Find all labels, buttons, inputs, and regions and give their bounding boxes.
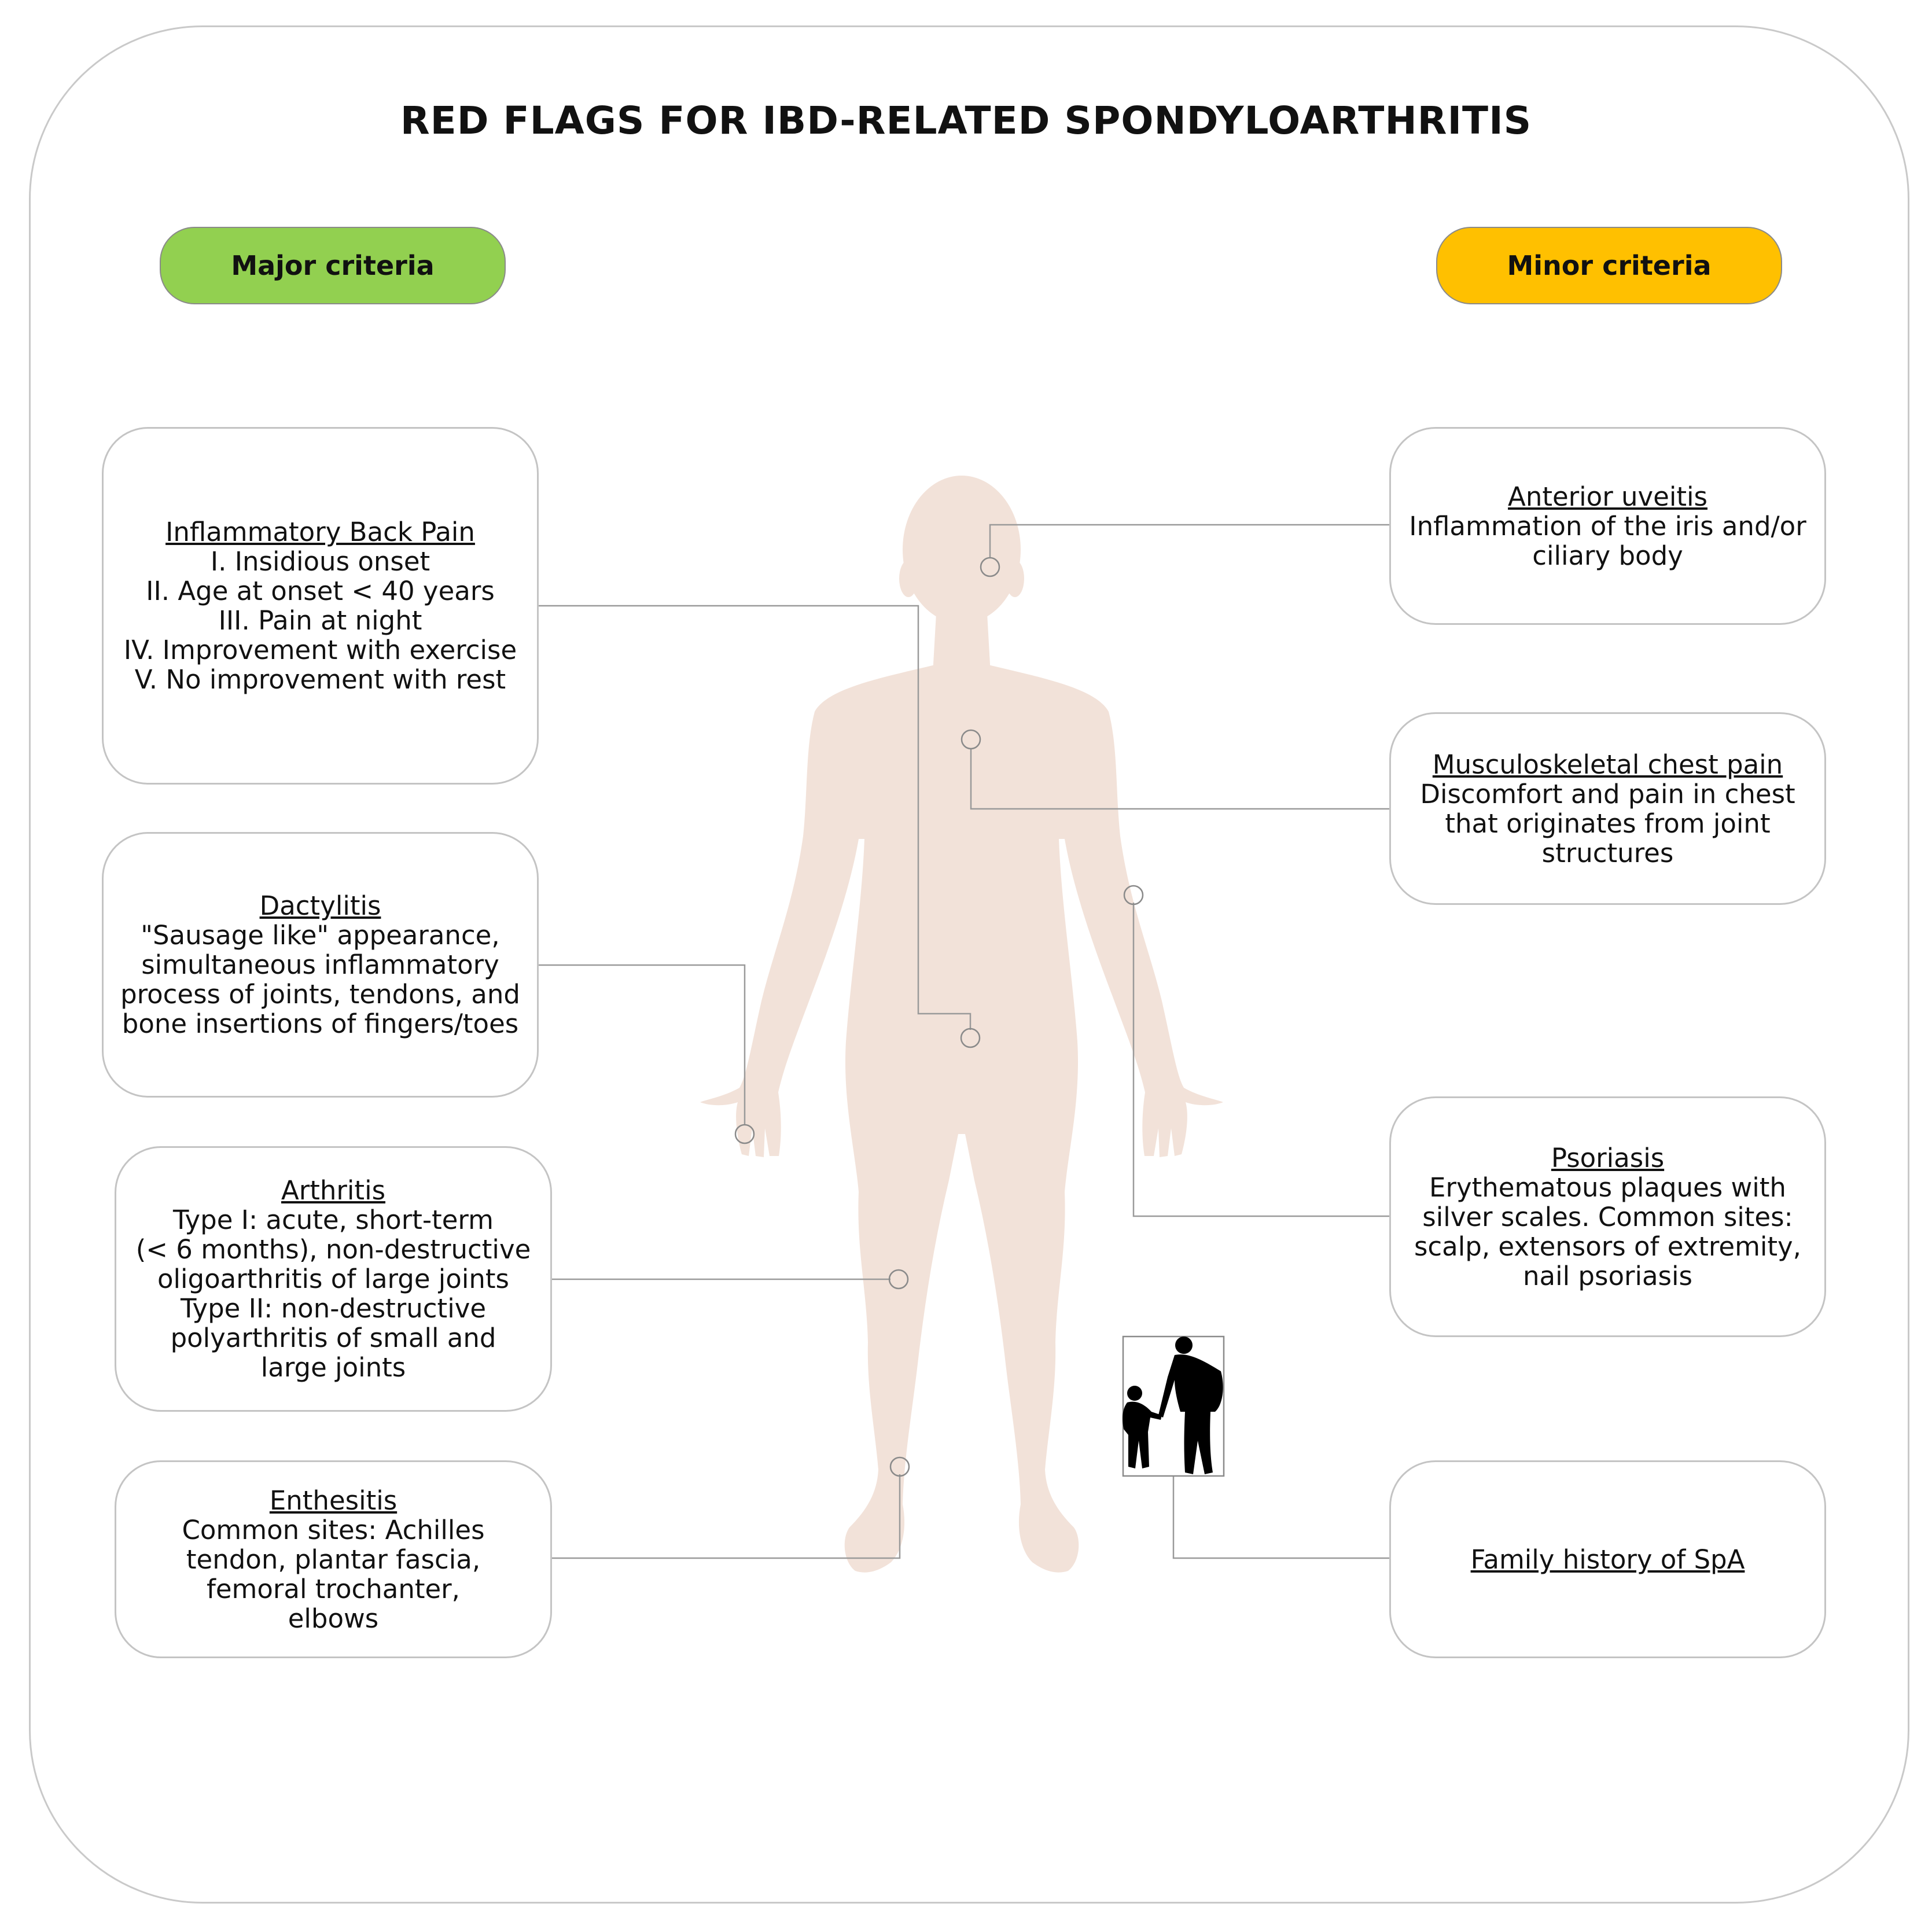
box-anterior-uveitis: Anterior uveitis Inflammation of the iri…: [1389, 427, 1826, 625]
human-body-silhouette: [700, 476, 1223, 1573]
box-line: that originates from joint: [1445, 808, 1771, 839]
box-line: Inflammation of the iris and/or: [1409, 510, 1806, 542]
connector-uveitis: [989, 524, 1389, 558]
box-line: II. Age at onset < 40 years: [146, 576, 495, 606]
box-heading: Psoriasis: [1551, 1142, 1665, 1173]
box-enthesitis: Enthesitis Common sites: Achilles tendon…: [115, 1460, 552, 1658]
box-line: nail psoriasis: [1523, 1260, 1692, 1291]
box-line: Type II: non-destructive: [180, 1293, 487, 1324]
box-line: femoral trochanter,: [207, 1573, 460, 1604]
box-line: Common sites: Achilles: [182, 1514, 485, 1545]
marker-elbow: [1123, 885, 1144, 905]
minor-criteria-badge: Minor criteria: [1436, 227, 1782, 304]
marker-finger: [734, 1124, 755, 1144]
box-line: Type I: acute, short-term: [173, 1205, 494, 1235]
marker-eye: [980, 557, 1000, 577]
marker-heel: [889, 1456, 910, 1477]
joint-markers: [734, 557, 1144, 1477]
box-line: ciliary body: [1532, 540, 1683, 571]
box-line: III. Pain at night: [218, 605, 422, 636]
box-line: scalp, extensors of extremity,: [1414, 1231, 1801, 1262]
connector-lines: [539, 524, 1389, 1559]
box-dactylitis: Dactylitis "Sausage like" appearance, si…: [102, 832, 539, 1098]
connector-back-pain: [539, 605, 971, 1030]
box-line: "Sausage like" appearance,: [141, 920, 500, 951]
box-musculoskeletal-chest-pain: Musculoskeletal chest pain Discomfort an…: [1389, 712, 1826, 905]
box-heading: Inflammatory Back Pain: [165, 517, 475, 547]
box-heading: Family history of SpA: [1470, 1544, 1745, 1575]
box-line: oligoarthritis of large joints: [157, 1264, 509, 1294]
box-heading: Dactylitis: [259, 890, 381, 921]
connector-family-history: [1172, 1477, 1389, 1559]
box-arthritis: Arthritis Type I: acute, short-term (< 6…: [115, 1146, 552, 1412]
box-line: simultaneous inflammatory: [141, 949, 499, 980]
box-psoriasis: Psoriasis Erythematous plaques with silv…: [1389, 1096, 1826, 1337]
family-silhouette-icon: [1122, 1335, 1225, 1477]
box-family-history: Family history of SpA: [1389, 1460, 1826, 1658]
box-line: Erythematous plaques with: [1429, 1172, 1786, 1203]
box-line: tendon, plantar fascia,: [186, 1544, 481, 1575]
box-line: IV. Improvement with exercise: [123, 635, 517, 665]
marker-knee: [888, 1269, 909, 1290]
box-inflammatory-back-pain: Inflammatory Back Pain I. Insidious onse…: [102, 427, 539, 785]
marker-spine: [960, 1028, 981, 1048]
box-heading: Enthesitis: [269, 1485, 398, 1516]
box-heading: Arthritis: [281, 1175, 386, 1206]
major-criteria-badge: Major criteria: [160, 227, 506, 304]
box-line: elbows: [288, 1603, 379, 1634]
box-line: V. No improvement with rest: [134, 664, 506, 695]
box-line: structures: [1541, 837, 1674, 868]
box-line: polyarthritis of small and: [170, 1323, 496, 1353]
box-heading: Musculoskeletal chest pain: [1432, 749, 1783, 780]
box-heading: Anterior uveitis: [1508, 481, 1707, 512]
connector-dactylitis: [539, 964, 746, 1125]
connector-psoriasis: [1132, 903, 1389, 1217]
connector-enthesitis: [552, 1474, 901, 1559]
box-line: I. Insidious onset: [210, 546, 430, 577]
box-line: large joints: [260, 1352, 406, 1383]
connector-chest-pain: [970, 748, 1389, 810]
page-title: RED FLAGS FOR IBD-RELATED SPONDYLOARTHRI…: [400, 98, 1532, 143]
box-line: (< 6 months), non-destructive: [135, 1234, 531, 1265]
box-line: bone insertions of fingers/toes: [122, 1008, 519, 1039]
box-line: Discomfort and pain in chest: [1420, 778, 1795, 809]
marker-chest: [961, 729, 981, 750]
box-line: silver scales. Common sites:: [1422, 1201, 1793, 1232]
box-line: process of joints, tendons, and: [120, 979, 520, 1010]
